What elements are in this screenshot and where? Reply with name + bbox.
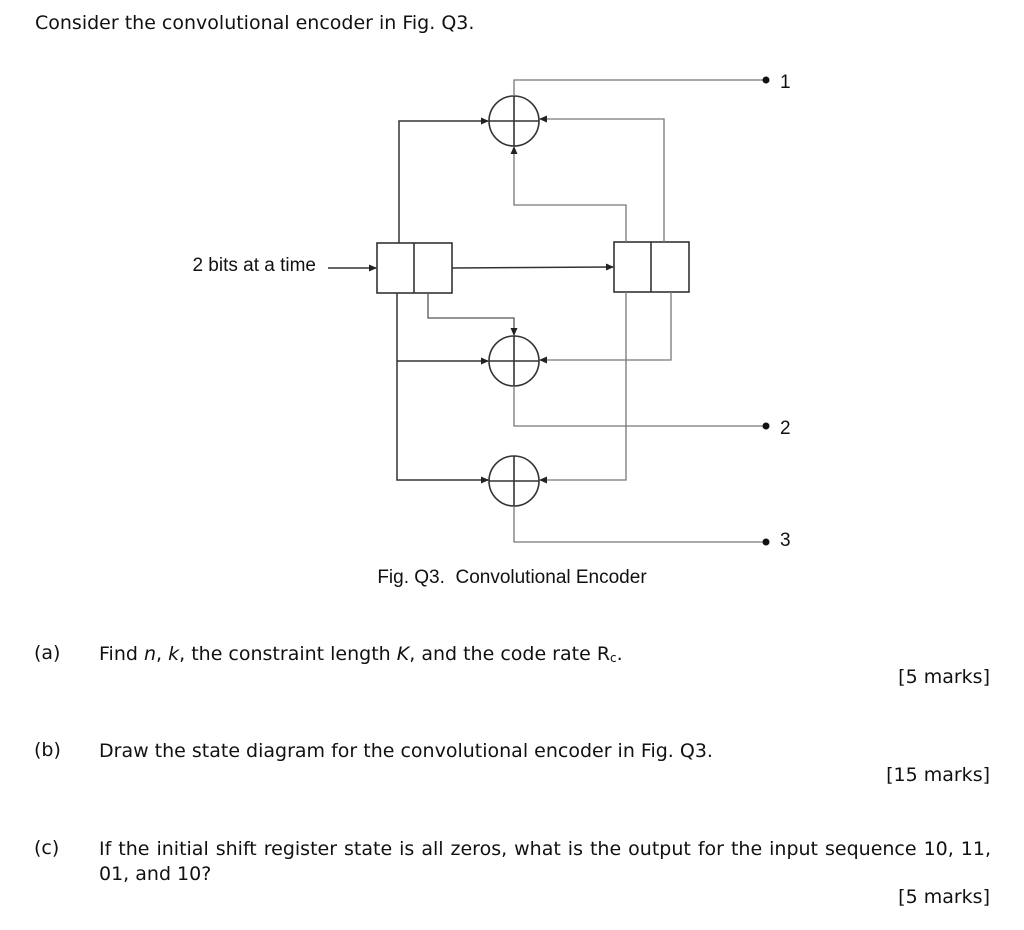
wires-r1-left — [396, 117, 489, 484]
caption-title: Convolutional Encoder — [455, 567, 647, 588]
output-label-1: 1 — [780, 72, 791, 93]
convolutional-encoder-diagram: 2 bits at a time 1 2 3 — [192, 72, 791, 551]
output-wires — [513, 79, 766, 543]
caption-fig: Fig. Q3. — [377, 567, 445, 588]
shift-register-2 — [613, 241, 690, 293]
output-label-2: 2 — [780, 418, 791, 439]
question-c-marks: [5 marks] — [898, 886, 990, 908]
input-label: 2 bits at a time — [192, 255, 316, 276]
question-a-label: (a) — [34, 642, 61, 664]
register-transfer-wire — [451, 263, 614, 271]
question-b-marks: [15 marks] — [886, 764, 990, 786]
adder-2 — [488, 335, 540, 387]
question-b-text: Draw the state diagram for the convoluti… — [99, 740, 713, 762]
question-b-label: (b) — [34, 739, 61, 761]
intro-text: Consider the convolutional encoder in Fi… — [35, 12, 475, 34]
question-a-text: Find n, k, the constraint length K, and … — [99, 643, 623, 665]
figure-caption: Fig. Q3. Convolutional Encoder — [0, 567, 1024, 589]
wires-r2 — [510, 115, 672, 484]
adder-3 — [488, 455, 540, 507]
adder-1 — [488, 95, 540, 147]
shift-register-1 — [376, 242, 453, 294]
question-c-text: If the initial shift register state is a… — [99, 838, 991, 885]
question-a-marks: [5 marks] — [898, 666, 990, 688]
question-c-label: (c) — [34, 837, 60, 859]
wire-r1-right-adder-2 — [427, 293, 518, 336]
output-terminals — [762, 76, 770, 546]
output-label-3: 3 — [780, 530, 791, 551]
